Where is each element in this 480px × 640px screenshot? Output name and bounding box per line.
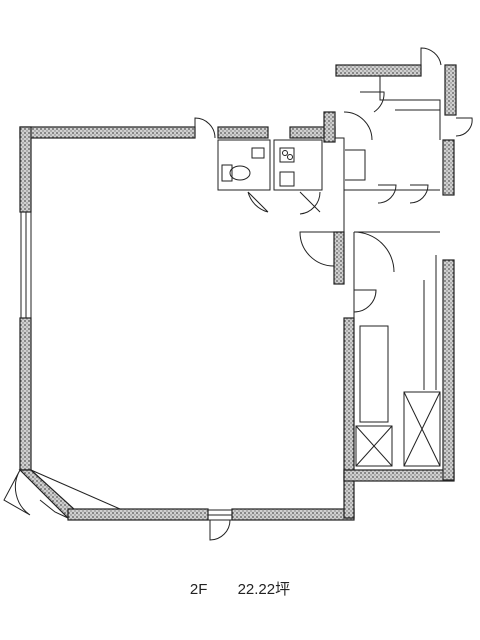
wall-far-right-upper	[442, 139, 455, 196]
doors	[3, 47, 473, 541]
floor-label: 2F	[189, 581, 208, 598]
door-entry-leaf	[39, 499, 69, 519]
toilet-bowl	[221, 164, 233, 182]
wall-main-right	[333, 231, 345, 285]
door-kitchen	[299, 191, 321, 215]
shaft-upper	[359, 325, 389, 423]
wall-bottom-step	[343, 469, 455, 482]
door-bottom	[209, 519, 231, 541]
stair-block	[403, 391, 441, 467]
wall-annex-top-right	[444, 64, 457, 116]
wall-bottom-left	[67, 508, 209, 521]
plan-caption: 2F 22.22坪	[0, 578, 480, 602]
wall-annex-left	[323, 111, 336, 143]
wall-left-lower	[19, 317, 32, 471]
wall-bottom-right	[231, 508, 355, 521]
kitchen-room	[273, 139, 323, 191]
kitchen-stove	[279, 147, 295, 163]
door-annex-arc	[343, 111, 373, 141]
wall-top-left	[19, 126, 196, 139]
toilet-seat	[229, 165, 251, 181]
door-entry	[3, 469, 31, 516]
door-toilet	[247, 191, 269, 213]
door-top-main	[194, 117, 216, 139]
wall-main-right-lower	[343, 317, 355, 519]
door-main-right	[299, 231, 335, 267]
area-label: 22.22坪	[237, 581, 291, 598]
exterior-walls	[18, 64, 457, 521]
door-corridor-1	[353, 289, 377, 313]
kitchen-sink	[279, 171, 295, 187]
shaft-lower	[355, 425, 393, 467]
door-annex-inner	[360, 91, 385, 113]
wall-annex-top-left	[335, 64, 422, 77]
door-corridor-swing	[353, 231, 395, 273]
wall-far-right-lower	[442, 259, 455, 481]
window-frames	[20, 211, 233, 521]
toilet-sink	[251, 147, 265, 159]
wall-left-upper	[19, 126, 32, 213]
wall-top-mid	[217, 126, 269, 139]
interior-lines	[30, 76, 441, 510]
toilet-room	[217, 139, 271, 191]
door-annex-right	[455, 117, 473, 137]
door-annex-top	[420, 47, 442, 66]
door-inner-mid	[377, 184, 397, 204]
door-inner-right	[409, 184, 429, 204]
